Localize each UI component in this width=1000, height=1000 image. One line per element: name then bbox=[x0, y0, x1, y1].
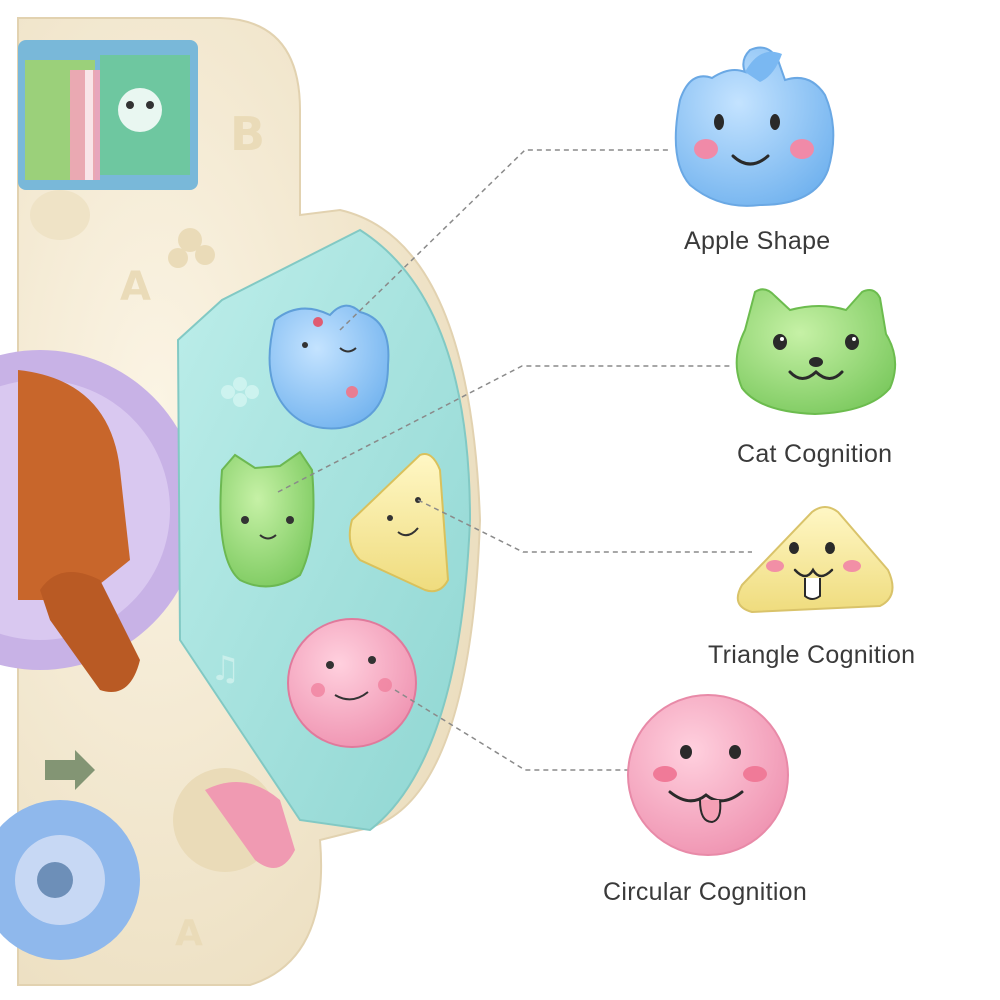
svg-text:B: B bbox=[230, 107, 265, 161]
panel-circle-button bbox=[287, 618, 417, 748]
apple-shape-label: Apple Shape bbox=[684, 227, 831, 255]
circular-cognition-label: Circular Cognition bbox=[603, 878, 808, 906]
panel-apple-button bbox=[268, 304, 390, 430]
apple-leader-line bbox=[339, 149, 670, 331]
lever-handle bbox=[18, 370, 130, 600]
cat-leader-line bbox=[277, 365, 733, 493]
triangle-face-icon bbox=[736, 506, 894, 614]
cat-cognition-label: Cat Cognition bbox=[737, 440, 893, 468]
triangle-cognition-label: Triangle Cognition bbox=[708, 641, 916, 669]
cat-face-icon bbox=[735, 288, 897, 416]
svg-text:A: A bbox=[175, 913, 203, 954]
apple-shape-icon bbox=[674, 46, 835, 207]
triangle-leader-line bbox=[417, 499, 752, 553]
circle-face-icon bbox=[627, 694, 789, 856]
shape-panel: ♫ bbox=[176, 228, 472, 832]
leader-lines bbox=[277, 149, 752, 771]
svg-text:♫: ♫ bbox=[210, 649, 240, 689]
panel-cat-button bbox=[219, 450, 315, 588]
svg-text:A: A bbox=[120, 264, 151, 310]
